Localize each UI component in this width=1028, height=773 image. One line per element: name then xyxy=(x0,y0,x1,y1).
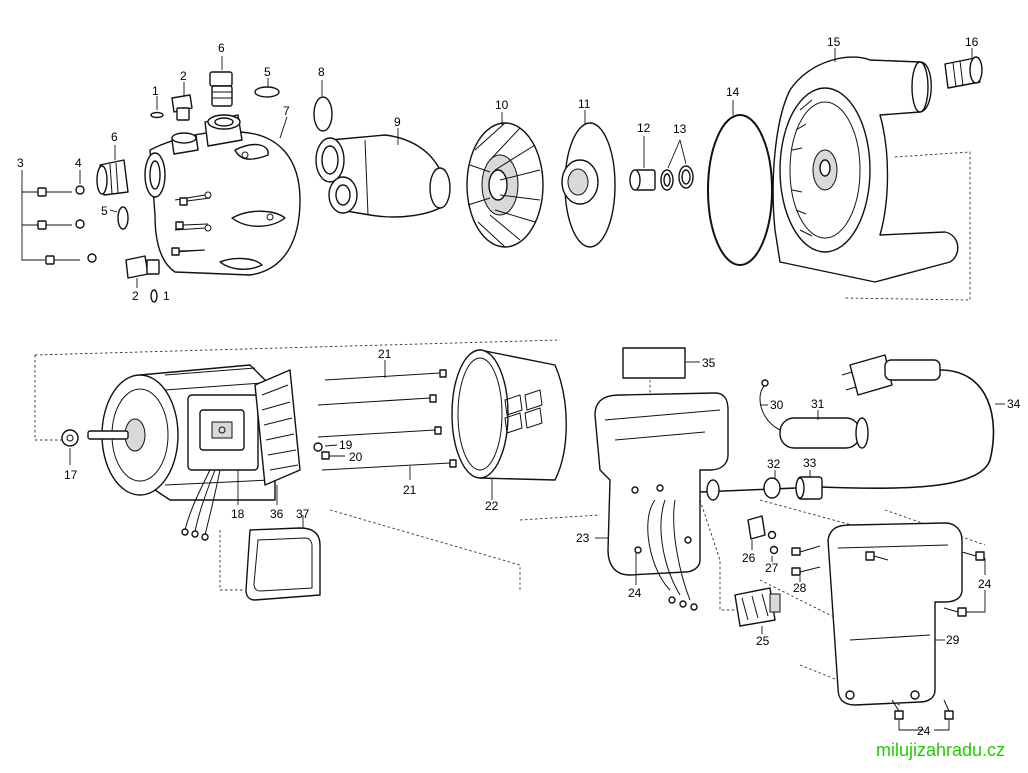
o-ring-8 xyxy=(313,96,333,132)
washers-4 xyxy=(75,170,97,263)
nuts-27 xyxy=(767,530,779,562)
label-33: 33 xyxy=(803,456,817,470)
pump-housing-7 xyxy=(144,114,301,276)
label-24-right: 24 xyxy=(978,577,992,591)
cable-nut-33 xyxy=(795,470,823,500)
label-3: 3 xyxy=(17,156,24,170)
label-17: 17 xyxy=(64,468,78,482)
wear-plate-11 xyxy=(561,110,616,248)
label-19: 19 xyxy=(339,438,353,452)
fan-cover-22 xyxy=(451,349,567,500)
label-1-bottom: 1 xyxy=(163,289,170,303)
label-27: 27 xyxy=(765,561,779,575)
washer-19 xyxy=(313,442,323,452)
grommet-32 xyxy=(763,477,781,499)
label-10: 10 xyxy=(495,98,509,112)
label-28: 28 xyxy=(793,581,807,595)
tie-rods-21 xyxy=(317,360,457,480)
assembly-guide-lines xyxy=(34,151,986,706)
label-21-top: 21 xyxy=(378,347,392,361)
drain-plug-2-top xyxy=(150,82,193,121)
o-ring-14 xyxy=(707,114,773,266)
housing-screws-24 xyxy=(631,484,692,585)
switch-housing-23 xyxy=(594,392,729,611)
label-22: 22 xyxy=(485,499,499,513)
label-2-bottom: 2 xyxy=(132,289,139,303)
label-16: 16 xyxy=(965,35,979,49)
clip-26 xyxy=(747,515,766,550)
label-11: 11 xyxy=(578,97,591,111)
seal-12 xyxy=(629,136,656,191)
o-ring-5-left xyxy=(117,206,129,230)
label-24-bottom: 24 xyxy=(917,724,931,738)
screw-set-3 xyxy=(21,170,80,265)
screw-20 xyxy=(321,451,345,460)
label-31: 31 xyxy=(811,397,825,411)
switch-cover-29 xyxy=(827,522,963,706)
label-8: 8 xyxy=(318,65,325,79)
hose-fitting-6-left xyxy=(96,145,129,196)
label-36: 36 xyxy=(270,507,284,521)
switch-25 xyxy=(734,587,781,634)
label-20: 20 xyxy=(349,450,363,464)
drain-plug-2-bottom xyxy=(125,255,160,303)
label-4: 4 xyxy=(75,156,82,170)
label-32: 32 xyxy=(767,457,781,471)
cover-screws-24 xyxy=(865,551,986,731)
label-6-left: 6 xyxy=(111,130,118,144)
part-number-labels: 1 1 2 2 3 4 5 5 6 6 7 8 9 10 11 12 13 14… xyxy=(17,35,1021,738)
impeller-10 xyxy=(466,112,544,248)
label-26: 26 xyxy=(742,551,756,565)
label-23: 23 xyxy=(576,531,590,545)
label-6-top: 6 xyxy=(218,41,225,55)
motor-assembly xyxy=(87,364,301,541)
label-1-top: 1 xyxy=(152,84,159,98)
label-37: 37 xyxy=(296,507,310,521)
label-21-bottom: 21 xyxy=(403,483,417,497)
hose-fitting-6-top xyxy=(209,56,233,107)
label-34: 34 xyxy=(1007,397,1021,411)
label-7: 7 xyxy=(283,104,290,118)
label-12: 12 xyxy=(637,121,651,135)
gasket-37 xyxy=(245,515,321,601)
label-30: 30 xyxy=(770,398,784,412)
o-ring-5-top xyxy=(254,86,280,98)
pump-body-15 xyxy=(772,48,959,283)
hose-nipple-16 xyxy=(944,48,983,89)
label-24-housing: 24 xyxy=(628,586,642,600)
label-plate-35 xyxy=(622,347,686,379)
screws-28 xyxy=(791,545,821,582)
housing-screws xyxy=(171,197,211,256)
label-18: 18 xyxy=(231,507,245,521)
label-14: 14 xyxy=(726,85,740,99)
label-13: 13 xyxy=(673,122,687,136)
seal-set-13 xyxy=(660,139,694,191)
housing-grommet xyxy=(706,479,720,501)
watermark-text: milujizahradu.cz xyxy=(876,740,1005,760)
capacitor-31 xyxy=(779,410,869,449)
label-25: 25 xyxy=(756,634,770,648)
label-35: 35 xyxy=(702,356,716,370)
washer-17 xyxy=(61,429,79,447)
power-cable-34 xyxy=(699,354,1005,493)
label-5-left: 5 xyxy=(101,204,108,218)
label-2-top: 2 xyxy=(180,69,187,83)
label-29: 29 xyxy=(946,633,960,647)
label-15: 15 xyxy=(827,35,841,49)
label-9: 9 xyxy=(394,115,401,129)
diffuser-9 xyxy=(315,128,451,218)
label-5-top: 5 xyxy=(264,65,271,79)
wire-30 xyxy=(759,379,781,431)
